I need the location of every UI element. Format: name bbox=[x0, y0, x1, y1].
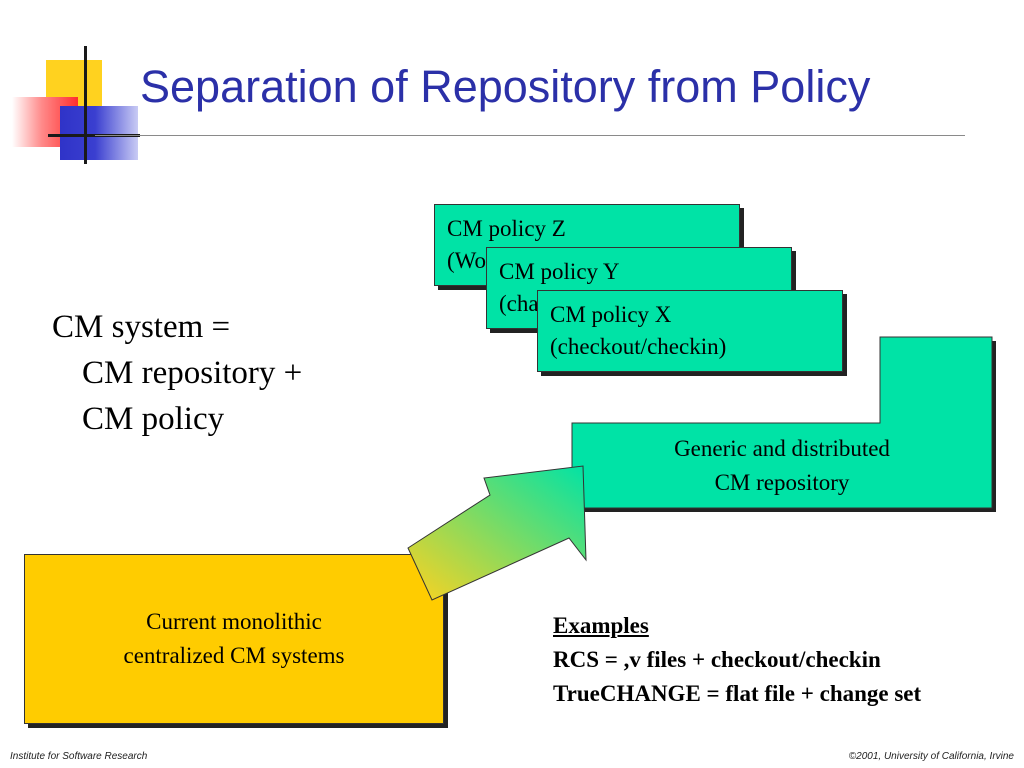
migration-arrow bbox=[407, 465, 587, 601]
example-truechange: TrueCHANGE = flat file + change set bbox=[553, 681, 922, 706]
policy-x-detail: (checkout/checkin) bbox=[550, 334, 727, 359]
logo-horizontal-line bbox=[48, 134, 140, 137]
monolithic-systems-box: Current monolithic centralized CM system… bbox=[24, 554, 444, 724]
equation-line-3: CM policy bbox=[82, 401, 225, 437]
policy-x-name: CM policy X bbox=[550, 302, 672, 327]
policy-box-x: CM policy X (checkout/checkin) bbox=[537, 290, 843, 372]
title-underline bbox=[95, 135, 965, 136]
policy-z-detail: (Wo bbox=[447, 248, 487, 273]
footer-right: ©2001, University of California, Irvine bbox=[848, 751, 1014, 762]
policy-y-name: CM policy Y bbox=[499, 259, 620, 284]
equation-line-2: CM repository + bbox=[82, 355, 303, 391]
cm-system-equation: CM system = CM repository + CM policy bbox=[52, 304, 302, 442]
logo-vertical-line bbox=[84, 46, 87, 164]
examples-heading: Examples bbox=[553, 613, 649, 638]
policy-z-name: CM policy Z bbox=[447, 216, 566, 241]
examples-block: Examples RCS = ,v files + checkout/check… bbox=[553, 609, 921, 711]
monolithic-line-2: centralized CM systems bbox=[123, 643, 345, 668]
footer-left: Institute for Software Research bbox=[10, 751, 148, 762]
monolithic-line-1: Current monolithic bbox=[146, 609, 322, 634]
policy-y-detail: (cha bbox=[499, 291, 539, 316]
slide-title: Separation of Repository from Policy bbox=[140, 61, 871, 112]
equation-line-1: CM system = bbox=[52, 309, 231, 345]
example-rcs: RCS = ,v files + checkout/checkin bbox=[553, 647, 881, 672]
logo-blue-square bbox=[60, 106, 138, 160]
